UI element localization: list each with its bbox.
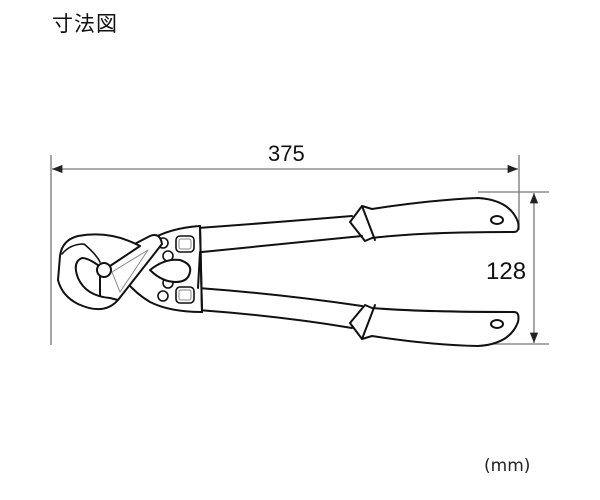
unit-label: (mm) — [484, 456, 531, 476]
lower-grip — [349, 304, 520, 347]
upper-shaft — [197, 215, 363, 253]
length-dimension-label: 375 — [268, 141, 305, 166]
lower-grip-hole — [490, 319, 504, 329]
tool-outline — [57, 197, 520, 347]
upper-grip — [349, 197, 520, 242]
jaw — [57, 233, 141, 311]
lower-shaft — [197, 287, 363, 329]
pivot-bolt — [96, 262, 112, 278]
spread-dimension-label: 128 — [486, 258, 527, 285]
center-linkage — [149, 258, 192, 283]
diagram-title: 寸法図 — [52, 12, 118, 36]
upper-grip-hole — [490, 215, 504, 225]
